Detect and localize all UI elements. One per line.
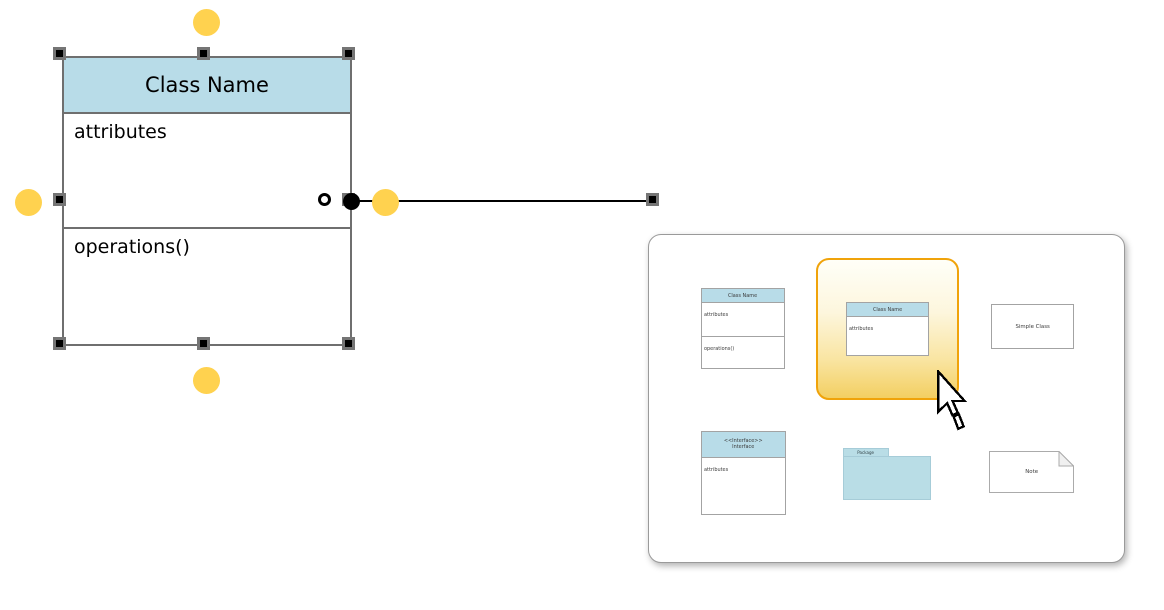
interface-stereotype: <<Interface>> (724, 438, 763, 444)
picker-item-class[interactable]: Class Name attributes operations() (701, 288, 785, 369)
direction-dot-top[interactable] (193, 9, 220, 36)
edge-line[interactable] (352, 200, 646, 202)
resize-handle-se[interactable] (342, 337, 355, 350)
interface-name: Interface (732, 444, 755, 451)
direction-dot-left[interactable] (15, 189, 42, 216)
package-body (843, 456, 931, 500)
interface-preview-title: <<Interface>> Interface (702, 432, 785, 458)
mouse-cursor-icon (937, 370, 968, 431)
picker-item-class-hovered[interactable]: Class Name attributes (816, 258, 959, 400)
connection-point-circle[interactable] (318, 193, 331, 206)
interface-preview-attributes: attributes (704, 467, 729, 473)
class-preview-title: Class Name (847, 303, 928, 317)
uml-class-attributes: attributes (64, 114, 350, 229)
direction-dot-right[interactable] (372, 189, 399, 216)
resize-handle-nw[interactable] (53, 47, 66, 60)
direction-dot-bottom[interactable] (193, 367, 220, 394)
picker-item-note[interactable]: Note (989, 450, 1075, 493)
resize-handle-sw[interactable] (53, 337, 66, 350)
class-preview: Class Name attributes (846, 302, 929, 356)
picker-item-interface[interactable]: <<Interface>> Interface attributes (701, 431, 786, 515)
interface-preview: <<Interface>> Interface attributes (701, 431, 786, 515)
resize-handle-s[interactable] (197, 337, 210, 350)
picker-item-simple-class[interactable]: Simple Class (991, 304, 1074, 349)
class-preview: Class Name attributes operations() (701, 288, 785, 369)
package-label: Package (857, 450, 875, 455)
resize-handle-w[interactable] (53, 193, 66, 206)
simple-class-label: Simple Class (1015, 323, 1050, 330)
picker-item-package[interactable]: Package (843, 448, 931, 500)
uml-class-shape[interactable]: Class Name attributes operations() (62, 56, 352, 346)
uml-class-title: Class Name (64, 58, 350, 114)
package-tab: Package (843, 448, 889, 456)
shape-picker-popup: Class Name attributes operations() Class… (648, 234, 1125, 563)
note-shape (989, 450, 1075, 493)
resize-handle-n[interactable] (197, 47, 210, 60)
class-preview-title: Class Name (702, 289, 784, 303)
resize-handle-ne[interactable] (342, 47, 355, 60)
class-preview-operations: operations() (702, 336, 784, 358)
class-preview-attributes: attributes (849, 326, 874, 332)
class-preview-attributes: attributes (704, 312, 729, 318)
note-label: Note (1025, 469, 1038, 475)
edge-source-terminal[interactable] (343, 193, 360, 210)
edge-target-handle[interactable] (646, 193, 659, 206)
uml-class-operations: operations() (74, 236, 190, 258)
